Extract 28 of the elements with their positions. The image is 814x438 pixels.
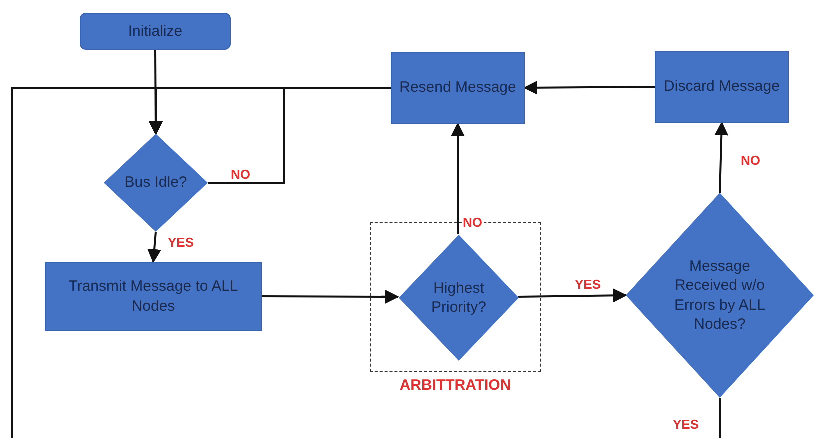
arrow bbox=[714, 122, 729, 194]
process-box bbox=[655, 51, 789, 123]
arrow bbox=[524, 80, 655, 95]
edge-label: NO bbox=[230, 168, 252, 182]
node-label: Resend Message bbox=[400, 78, 516, 98]
node-label: Highest Priority? bbox=[430, 278, 488, 318]
arrow bbox=[148, 232, 162, 264]
group-heading: ARBITTRATION bbox=[398, 377, 512, 394]
node-label: Transmit Message to ALL Nodes bbox=[68, 277, 240, 316]
node-label: Initialize bbox=[128, 22, 183, 42]
arrow bbox=[518, 288, 628, 303]
arrow bbox=[262, 290, 400, 304]
edge-label: YES bbox=[167, 236, 196, 250]
edge-label: NO bbox=[740, 154, 762, 168]
edge-label: NO bbox=[462, 216, 484, 230]
process-box bbox=[391, 52, 525, 124]
start-box bbox=[80, 13, 231, 50]
decision-diamond bbox=[399, 235, 519, 361]
decision-diamond bbox=[104, 134, 208, 232]
edge-label: YES bbox=[672, 418, 700, 432]
decision-diamond bbox=[626, 193, 814, 398]
node-label: Discard Message bbox=[664, 77, 780, 97]
arrow bbox=[451, 122, 465, 234]
node-label: Message Received w/o Errors by ALL Nodes? bbox=[674, 256, 766, 334]
edge-label: YES bbox=[574, 278, 602, 292]
process-box bbox=[45, 262, 262, 331]
node-label: Bus Idle? bbox=[124, 173, 188, 193]
arrow bbox=[11, 87, 163, 438]
